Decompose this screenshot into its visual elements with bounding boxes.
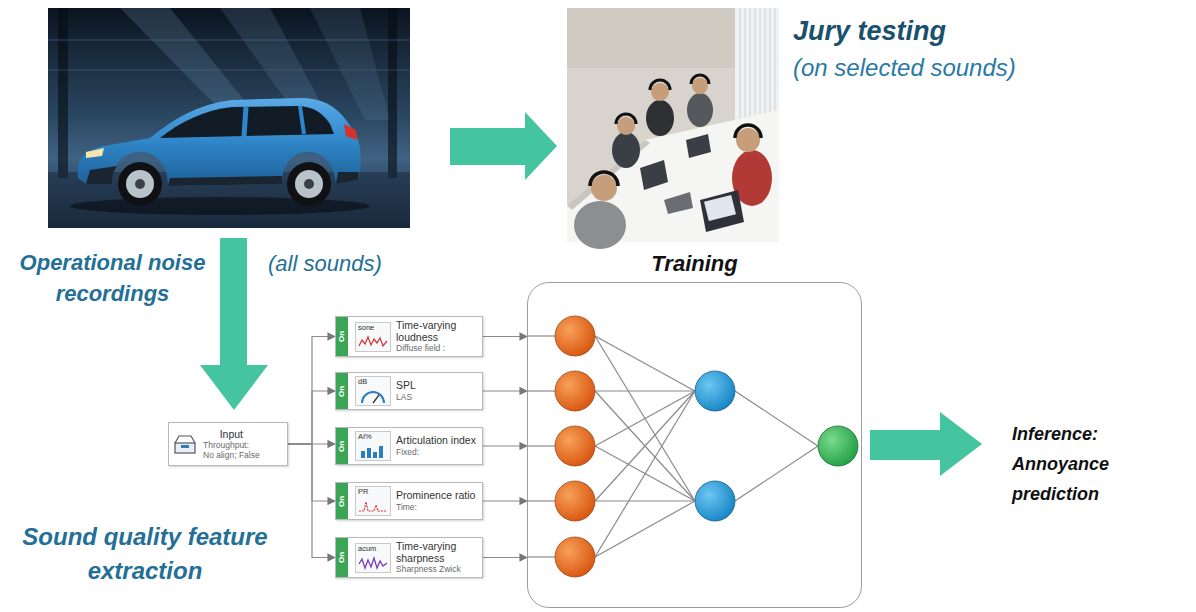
icon-glyph <box>358 388 388 404</box>
connector <box>483 557 527 558</box>
enable-toggle: On <box>336 317 348 356</box>
feature-block: On sone Time-varying loudnessDiffuse field… <box>335 316 483 357</box>
network-box: Training <box>527 282 862 608</box>
connector <box>483 445 527 446</box>
flow-arrow <box>870 412 982 476</box>
input-block: InputThroughput:No align; False <box>168 422 288 466</box>
enable-toggle: On <box>336 373 348 409</box>
toggle-state: On <box>337 331 346 342</box>
step-note: (all sounds) <box>268 251 382 277</box>
block-title: SPL <box>396 380 478 392</box>
block-icon: AI% <box>355 431 391 461</box>
icon-unit: acum <box>356 544 390 553</box>
icon-unit: AI% <box>356 432 390 441</box>
network-heading: Training <box>528 251 861 277</box>
block-setting: LAS <box>396 392 478 402</box>
block-icon: sone <box>355 322 391 352</box>
block-text: Time-varying sharpnessSharpness Zwick <box>396 538 482 577</box>
icon-glyph <box>358 443 388 459</box>
toggle-state: On <box>337 440 346 451</box>
toggle-state: On <box>337 385 346 396</box>
block-setting: Time: <box>396 502 478 512</box>
block-text: Articulation indexFixed: <box>396 428 482 464</box>
output-label: Inference: Annoyance prediction <box>1012 419 1124 509</box>
section-title: Jury testing <box>793 16 946 47</box>
feature-block: On AI% Articulation indexFixed: <box>335 427 483 465</box>
block-icon: acum <box>355 543 391 573</box>
block-text: Time-varying loudnessDiffuse field : <box>396 317 482 356</box>
toggle-state: On <box>337 495 346 506</box>
block-text: SPLLAS <box>396 373 482 409</box>
connector <box>483 500 527 501</box>
enable-toggle: On <box>336 538 348 577</box>
label-text: (on selected sounds) <box>793 54 1016 81</box>
block-setting: Sharpness Zwick <box>396 564 478 574</box>
connector <box>288 337 335 445</box>
neuron <box>555 316 595 577</box>
feature-block: On acum Time-varying sharpnessSharpness Zw… <box>335 537 483 578</box>
block-setting: Fixed: <box>396 447 478 457</box>
block-title: Time-varying loudness <box>396 320 478 343</box>
section-note: (on selected sounds) <box>793 54 1016 82</box>
block-setting: Throughput: <box>203 440 260 450</box>
label-text: Jury testing <box>793 16 946 46</box>
step-label: Sound quality feature extraction <box>14 520 276 588</box>
enable-toggle: On <box>336 483 348 519</box>
flow-arrow <box>450 112 557 180</box>
label-text: (all sounds) <box>268 251 382 276</box>
network-wires <box>528 336 818 557</box>
icon-glyph <box>358 555 388 571</box>
label-text: Operational noise recordings <box>20 250 206 306</box>
connector <box>288 391 335 444</box>
block-setting: No align; False <box>203 450 260 460</box>
feature-block: On dB SPLLAS <box>335 372 483 410</box>
step-label: Operational noise recordings <box>5 247 220 309</box>
block-title: Time-varying sharpness <box>396 541 478 564</box>
icon-unit: dB <box>356 377 390 386</box>
icon-glyph <box>358 498 388 514</box>
toggle-state: On <box>337 552 346 563</box>
icon-glyph <box>173 433 197 455</box>
connector <box>483 336 527 337</box>
feature-block: On PR Prominence ratioTime: <box>335 482 483 520</box>
icon-glyph <box>358 334 388 350</box>
block-title: Articulation index <box>396 435 478 447</box>
block-icon: dB <box>355 376 391 406</box>
neuron <box>695 371 735 521</box>
label-text: Sound quality feature extraction <box>22 523 267 584</box>
output-neuron <box>818 426 858 466</box>
block-title: Prominence ratio <box>396 490 478 502</box>
connector <box>288 444 335 558</box>
label-text: Inference: Annoyance prediction <box>1012 424 1109 504</box>
enable-toggle: On <box>336 428 348 464</box>
heading-text: Training <box>651 251 737 276</box>
car-photo <box>48 8 410 228</box>
block-title: Input <box>203 428 260 440</box>
icon-unit: sone <box>356 323 390 332</box>
connector <box>483 390 527 391</box>
flow-arrow <box>200 238 268 410</box>
block-text: InputThroughput:No align; False <box>203 425 264 463</box>
block-icon: PR <box>355 486 391 516</box>
block-setting: Diffuse field : <box>396 343 478 353</box>
jury-photo <box>567 8 779 249</box>
block-text: Prominence ratioTime: <box>396 483 482 519</box>
icon-unit: PR <box>356 487 390 496</box>
